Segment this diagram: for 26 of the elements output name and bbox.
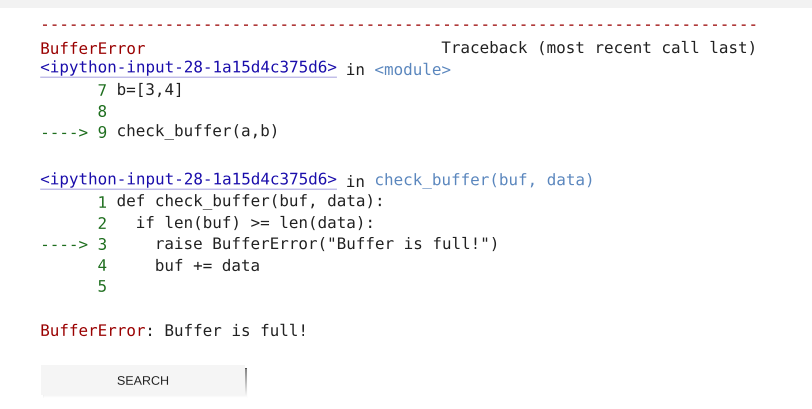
error-name: BufferError xyxy=(42,42,145,54)
code-line: def check_buffer(buf, data): xyxy=(118,194,381,210)
function-name: <module> xyxy=(375,62,450,76)
function-name: check_buffer(buf, data) xyxy=(376,173,592,189)
separator-dashes: --------------------------------------------------------------------------- xyxy=(42,24,756,26)
line-number: 7 xyxy=(98,84,106,96)
current-line-marker: ----> 9 xyxy=(42,126,106,138)
error-name: BufferError xyxy=(42,324,145,336)
line-number: 4 xyxy=(98,259,106,271)
code-line: buf += data xyxy=(156,258,259,272)
line-number: 8 xyxy=(98,104,106,117)
error-message: : Buffer is full! xyxy=(149,324,304,336)
code-line: raise BufferError("Buffer is full!") xyxy=(158,236,496,252)
line-number: 2 xyxy=(98,217,106,229)
file-link: <ipython-input-28-1a15d4c375d6> xyxy=(40,60,338,78)
code-line: if len(buf) >= len(data): xyxy=(137,216,372,230)
code-line: b=[3,4] xyxy=(118,82,180,98)
current-line-marker: ----> 3 xyxy=(42,238,106,250)
code-text: in xyxy=(347,62,364,76)
search-button: SEARCH xyxy=(41,365,247,398)
code-line: check_buffer(a,b) xyxy=(118,124,276,140)
line-number: 5 xyxy=(98,280,106,292)
file-link: <ipython-input-28-1a15d4c375d6> xyxy=(40,172,338,190)
line-number: 1 xyxy=(99,196,106,208)
code-text: in xyxy=(347,174,364,188)
traceback-header: Traceback (most recent call last) xyxy=(442,40,754,56)
